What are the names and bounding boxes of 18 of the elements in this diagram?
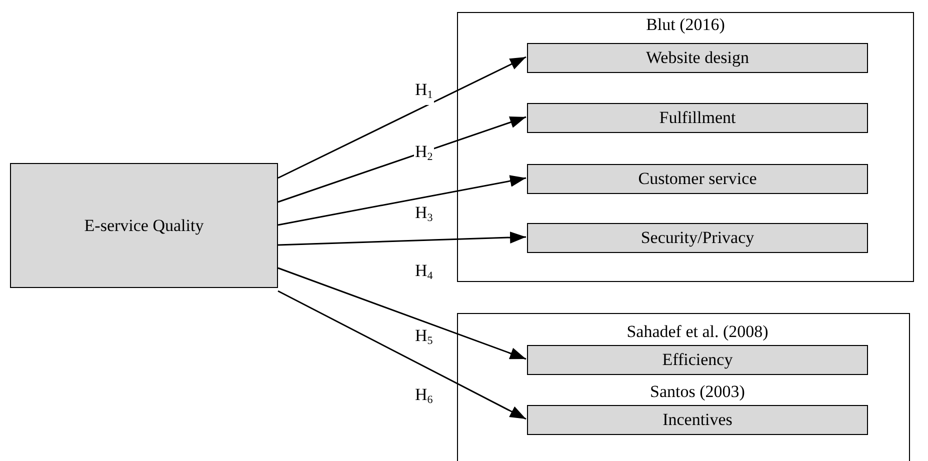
arrow bbox=[278, 174, 526, 226]
dimension-box: Incentives bbox=[527, 405, 868, 435]
dimension-box: Website design bbox=[527, 43, 868, 73]
citation-heading: Sahadef et al. (2008) bbox=[626, 322, 770, 342]
arrow bbox=[278, 267, 526, 360]
arrow bbox=[278, 290, 526, 420]
group-frame bbox=[457, 313, 910, 461]
group-title: Blut (2016) bbox=[645, 15, 726, 35]
dimension-box: Security/Privacy bbox=[527, 223, 868, 253]
arrow bbox=[278, 115, 526, 203]
arrow bbox=[278, 231, 526, 246]
group-frame bbox=[457, 12, 914, 282]
construct-box: E-service Quality bbox=[10, 163, 278, 288]
arrow bbox=[278, 56, 526, 179]
citation-heading: Santos (2003) bbox=[649, 382, 746, 402]
dimension-box: Fulfillment bbox=[527, 103, 868, 133]
dimension-box: Customer service bbox=[527, 164, 868, 194]
dimension-box: Efficiency bbox=[527, 345, 868, 375]
